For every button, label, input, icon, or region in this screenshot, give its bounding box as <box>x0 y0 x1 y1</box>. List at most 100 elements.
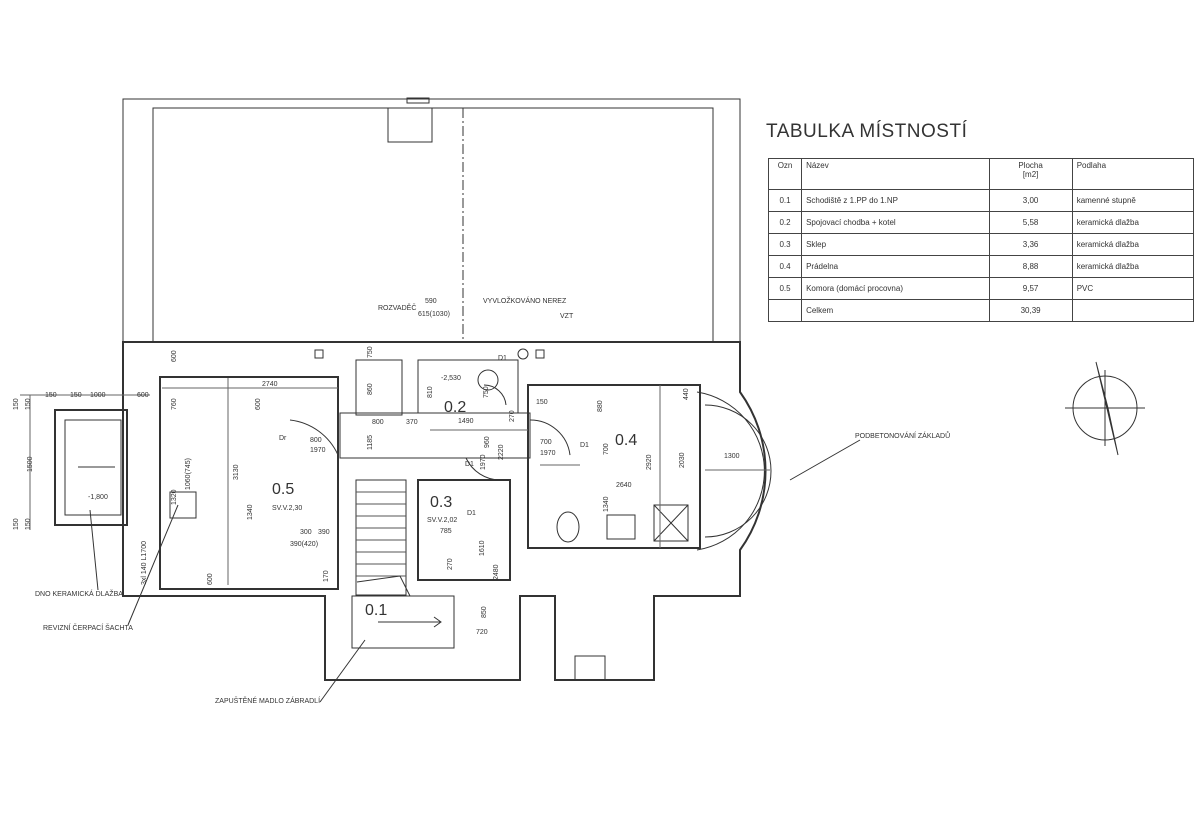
dim: 600 <box>137 392 149 399</box>
dim: 150 <box>25 518 32 530</box>
cell-plocha: 3,36 <box>988 233 1073 256</box>
north-arrow-icon <box>1095 361 1119 456</box>
dim: 300 <box>300 529 312 536</box>
door-tag: D1 <box>498 355 507 362</box>
label-rozvadec: ROZVADĚČ <box>378 303 416 312</box>
dim: 440 <box>683 388 690 400</box>
dim: 750 <box>483 386 490 398</box>
bay-inner-arc <box>704 404 772 538</box>
leader-podbetonovani <box>789 439 861 481</box>
level-shaft: -1,800 <box>88 494 108 501</box>
dim: 370 <box>406 419 418 426</box>
dim: 150 <box>536 399 548 406</box>
dim: 270 <box>509 410 516 422</box>
cell-plocha: 3,00 <box>988 189 1073 212</box>
dim: 800 <box>372 419 384 426</box>
outer-wall <box>122 341 767 681</box>
cell-ozn: 0.2 <box>767 211 803 234</box>
bay-outer-arc <box>696 391 765 551</box>
table-row-total: Celkem 30,39 <box>767 299 1195 322</box>
cell-nazev: Celkem <box>801 299 990 322</box>
dim: 1500 <box>27 456 34 472</box>
dim: 390(420) <box>290 541 318 548</box>
cell-ozn: 0.4 <box>767 255 803 278</box>
dim: 390 <box>318 529 330 536</box>
cell-plocha: 9,57 <box>988 277 1073 300</box>
door-tag: D1 <box>465 461 474 468</box>
dim-rozvadec-bottom: 615(1030) <box>418 311 450 318</box>
col-ozn: Ozn <box>767 158 803 190</box>
dim: 150 <box>45 392 57 399</box>
room-table: Ozn Název Plocha[m2] Podlaha 0.1 Schodiš… <box>767 158 1195 322</box>
col-plocha-unit: [m2] <box>1022 170 1039 179</box>
label-nerez: VYVLOŽKOVÁNO NEREZ <box>483 296 567 305</box>
room-03-wall <box>417 479 511 581</box>
stair-note: 3xl 140 L1700 <box>141 541 148 585</box>
dim: 880 <box>597 400 604 412</box>
toilet <box>556 511 580 543</box>
stair-arrow-head <box>433 616 442 628</box>
cell-nazev: Komora (domácí procovna) <box>801 277 990 300</box>
col-plocha-label: Plocha <box>1018 161 1043 170</box>
dim: 1060(745) <box>185 458 192 490</box>
cell-podlaha <box>1071 299 1195 322</box>
cell-podlaha: kamenné stupně <box>1071 189 1195 212</box>
small-square-2 <box>535 349 545 359</box>
shaft-inner <box>64 419 122 516</box>
dim: 1320 <box>171 489 178 505</box>
cell-plocha: 30,39 <box>988 299 1073 322</box>
upper-box <box>387 107 433 143</box>
level-02: -2,530 <box>441 375 461 382</box>
room-label-02: 0.2 <box>444 399 466 416</box>
cell-plocha: 8,88 <box>988 255 1073 278</box>
upper-small-box <box>406 97 430 104</box>
dim: 850 <box>481 606 488 618</box>
dim: 1185 <box>367 435 374 450</box>
dim: 1970 <box>480 454 487 470</box>
cell-nazev: Spojovací chodba + kotel <box>801 211 990 234</box>
pump-shaft <box>169 491 197 519</box>
door-tag: Dr <box>279 435 287 442</box>
dim: 1000 <box>90 392 106 399</box>
dim: 1340 <box>603 496 610 512</box>
stair-turn <box>356 575 411 597</box>
dim-rozvadec-top: 590 <box>425 298 437 305</box>
dim: 1300 <box>724 453 740 460</box>
lower-box <box>574 655 606 681</box>
cell-ozn: 0.1 <box>767 189 803 212</box>
leader-revizni <box>127 504 179 626</box>
cell-podlaha: keramická dlažba <box>1071 255 1195 278</box>
label-dno: DNO KERAMICKÁ DLAŽBA <box>35 589 123 598</box>
label-madlo: ZAPUŠTĚNÉ MADLO ZÁBRADLÍ <box>215 696 320 705</box>
dim: 2030 <box>679 452 686 468</box>
door-arc-02 <box>483 384 507 406</box>
label-vzt: VZT <box>560 313 574 320</box>
dim: 600 <box>255 398 262 410</box>
dim: 1610 <box>479 540 486 556</box>
dim: 150 <box>70 392 82 399</box>
door-tag: D1 <box>467 510 476 517</box>
cell-nazev: Prádelna <box>801 255 990 278</box>
dim: 2480 <box>493 564 500 580</box>
table-row: 0.2 Spojovací chodba + kotel 5,58 kerami… <box>767 211 1195 234</box>
dim: 810 <box>427 386 434 398</box>
dim: 2640 <box>616 482 632 489</box>
cell-plocha: 5,58 <box>988 211 1073 234</box>
dim: 960 <box>484 436 491 448</box>
dim: 2220 <box>498 444 505 460</box>
room-04-wall <box>527 384 701 549</box>
cell-ozn: 0.3 <box>767 233 803 256</box>
door-arc-04 <box>529 419 571 456</box>
dim: 860 <box>367 383 374 395</box>
dim: 750 <box>367 346 374 358</box>
col-nazev: Název <box>801 158 990 190</box>
dim: 760 <box>171 398 178 410</box>
leader-dno <box>89 509 99 591</box>
dim: 785 <box>440 528 452 535</box>
table-row: 0.3 Sklep 3,36 keramická dlažba <box>767 233 1195 256</box>
cell-podlaha: keramická dlažba <box>1071 233 1195 256</box>
dim: 1970 <box>540 450 556 457</box>
dim: 700 <box>603 443 610 455</box>
room-05-wall <box>159 376 339 590</box>
